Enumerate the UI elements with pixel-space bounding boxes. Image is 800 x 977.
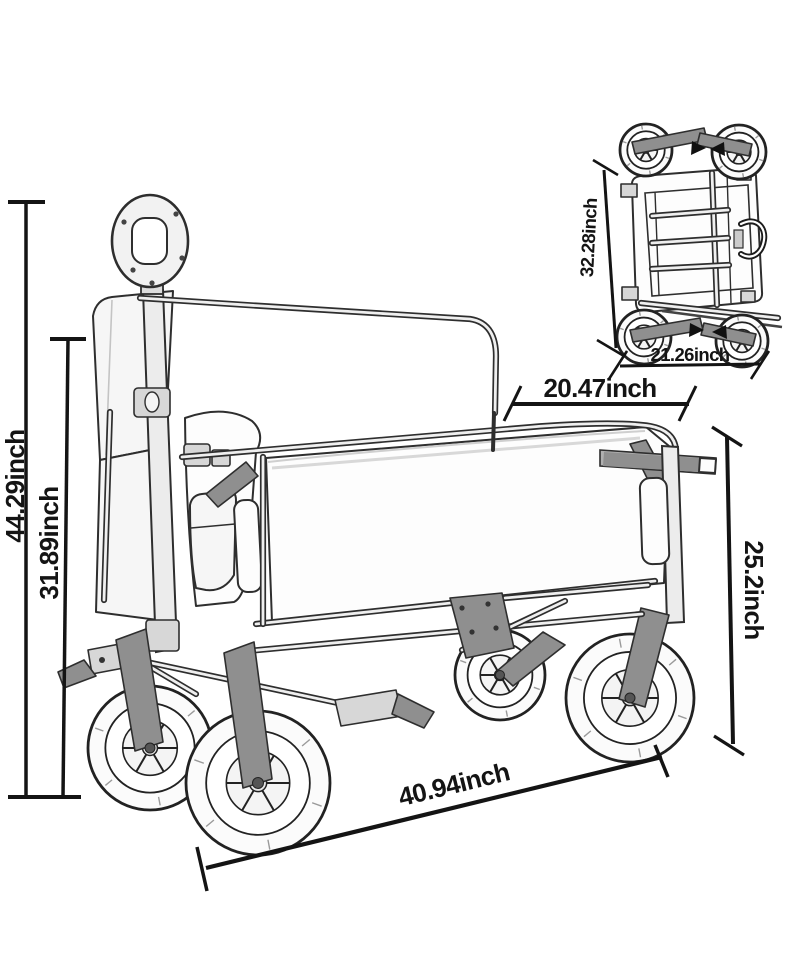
fold-arrow-bottom-right — [712, 325, 727, 339]
fold-strap-left — [205, 461, 259, 508]
top-rear-length-label: 20.47inch — [543, 373, 656, 403]
rear-inner-fork — [496, 631, 566, 687]
wagon-open-view-illustration — [57, 193, 717, 855]
second-caster-bracket — [334, 689, 403, 727]
overall-height-label: 44.29inch — [0, 429, 30, 542]
corner-pad-left — [233, 498, 263, 594]
dimension-top-rear-length: 20.47inch — [502, 373, 698, 422]
dimension-overall-height: 44.29inch — [0, 200, 45, 799]
dimension-folded-length: 21.26inch — [607, 344, 771, 380]
folded-length-label: 21.26inch — [651, 344, 730, 365]
overall-length-label: 40.94inch — [395, 756, 512, 812]
dimension-side-height: 25.2inch — [711, 425, 769, 757]
side-pocket-bag — [189, 490, 237, 592]
wagon-folded-view-illustration — [616, 123, 783, 368]
front-outer-fork — [223, 641, 273, 789]
ring-handle — [110, 193, 190, 295]
second-brake-lever — [391, 693, 435, 729]
folded-carry-handle — [733, 218, 768, 260]
rear-outer-fork — [618, 607, 670, 708]
dimension-folded-height: 32.28inch — [576, 158, 625, 358]
corner-pad-right — [638, 476, 671, 566]
folded-height-label: 32.28inch — [576, 197, 601, 277]
pole-clamp-lower — [145, 619, 180, 652]
fold-arrow-top-left — [691, 141, 706, 155]
side-height-label: 25.2inch — [739, 540, 769, 639]
fold-arrow-top-right — [710, 142, 725, 156]
fold-arrow-bottom-left — [689, 323, 704, 337]
inner-height-label: 31.89inch — [34, 486, 64, 599]
top-rail — [136, 294, 500, 417]
dimension-inner-height: 31.89inch — [34, 337, 86, 799]
front-inner-fork — [115, 628, 164, 752]
center-gusset-plate — [449, 592, 515, 659]
